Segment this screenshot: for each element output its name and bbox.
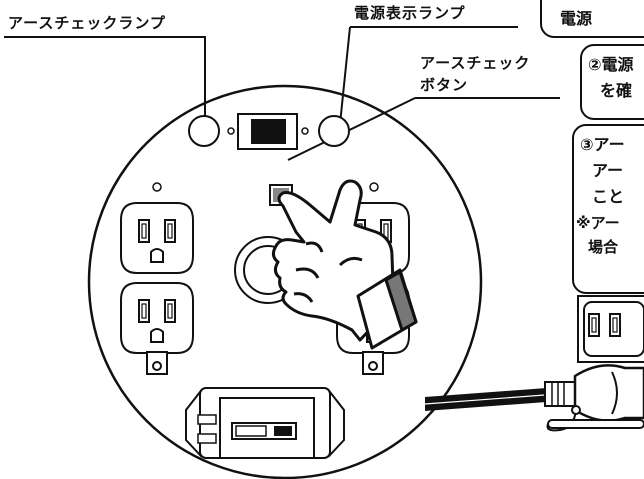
callout-step2-line1: ②電源: [588, 55, 634, 74]
power-indicator-lamp: [318, 115, 350, 147]
power-lamp-label: 電源表示ランプ: [354, 4, 466, 22]
earth-check-lamp: [188, 115, 220, 147]
earth-check-button-label-2: ボタン: [420, 76, 469, 94]
mount-tab-left: [146, 351, 168, 375]
leader-lines: [4, 26, 560, 161]
callout-step2-line2: を確: [600, 81, 633, 100]
mount-tab-right: [362, 351, 384, 375]
earth-check-button-label-1: アースチェック: [420, 54, 531, 72]
callout-step3-line1: ③アー: [580, 135, 625, 154]
wall-outlet: [577, 295, 644, 363]
callout-step3-line3: こと: [592, 187, 625, 206]
dot-right: [369, 182, 379, 192]
pointing-hand-icon: [271, 179, 418, 350]
dot-left: [152, 182, 162, 192]
outlet-bottom-left[interactable]: [120, 282, 194, 354]
callout-step3-line2: アー: [592, 161, 624, 180]
earth-check-lamp-label: アースチェックランプ: [8, 14, 166, 32]
callout-top-text: 電源: [560, 9, 593, 28]
breaker-unit: [185, 387, 345, 459]
callout-step3: ③アー アー こと ※アー 場合: [572, 124, 644, 294]
outlet-top-left[interactable]: [120, 202, 194, 274]
callout-step3-note2: 場合: [588, 238, 619, 256]
power-switch[interactable]: [227, 113, 309, 150]
callout-top: 電源: [540, 0, 644, 38]
callout-step2: ②電源 を確: [580, 44, 644, 120]
callout-step3-note1: ※アー: [576, 214, 620, 232]
power-cord: [424, 364, 644, 432]
